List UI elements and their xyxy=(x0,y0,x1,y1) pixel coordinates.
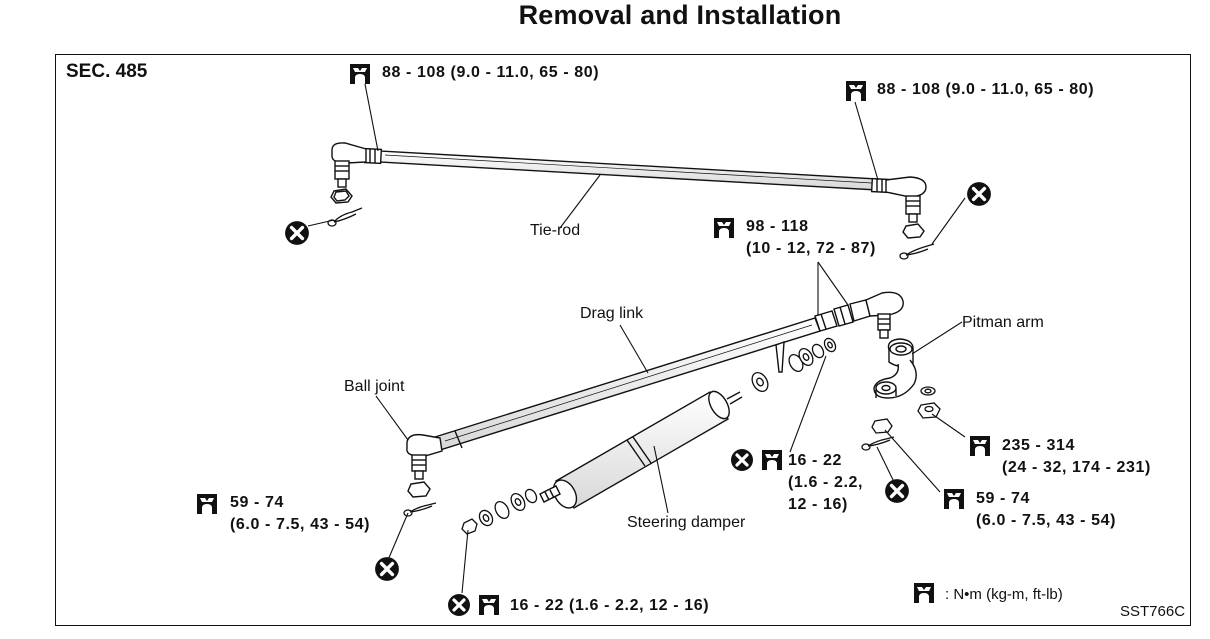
pitman-nut xyxy=(917,386,941,419)
x-circle-icon xyxy=(375,557,399,581)
ball-joint xyxy=(406,433,443,498)
torque-ball-joint-right-2: (6.0 - 7.5, 43 - 54) xyxy=(976,512,1117,529)
label-pitman-arm: Pitman arm xyxy=(962,314,1044,331)
torque-ball-joint-right-1: 59 - 74 xyxy=(976,490,1031,507)
torque-drag-link-2: (10 - 12, 72 - 87) xyxy=(746,240,876,257)
torque-damper-mount-1: 16 - 22 xyxy=(788,452,843,469)
label-tie-rod: Tie-rod xyxy=(530,222,581,239)
torque-wrench-icon xyxy=(762,450,782,470)
steering-damper xyxy=(539,390,743,509)
tie-rod-end-right xyxy=(885,176,927,239)
diagram-frame xyxy=(55,54,1191,626)
torque-damper-mount-3: 12 - 16) xyxy=(788,496,848,513)
page-title: Removal and Installation xyxy=(518,0,842,30)
tie-rod xyxy=(363,147,890,194)
label-drag-link: Drag link xyxy=(580,305,644,322)
cotter-pin-left xyxy=(327,207,363,227)
label-ball-joint: Ball joint xyxy=(344,378,405,395)
torque-damper-bottom: 16 - 22 (1.6 - 2.2, 12 - 16) xyxy=(510,597,710,614)
leader-lines xyxy=(307,83,966,594)
torque-wrench-icon xyxy=(914,583,934,603)
drag-link-end-right xyxy=(865,291,904,339)
torque-wrench-icon xyxy=(970,436,990,456)
torque-wrench-icon xyxy=(846,81,866,101)
torque-pitman-1: 235 - 314 xyxy=(1002,437,1076,454)
section-number: SEC. 485 xyxy=(66,61,148,82)
x-circle-icon xyxy=(885,479,909,503)
torque-tie-rod-right: 88 - 108 (9.0 - 11.0, 65 - 80) xyxy=(877,81,1095,98)
damper-bottom-bushings xyxy=(461,488,538,535)
torque-wrench-icon xyxy=(350,64,370,84)
pitman-arm xyxy=(873,338,917,399)
torque-tie-rod-left: 88 - 108 (9.0 - 11.0, 65 - 80) xyxy=(382,64,600,81)
damper-top-bushings xyxy=(751,337,837,392)
x-circle-icon xyxy=(731,449,753,471)
torque-wrench-icon xyxy=(197,494,217,514)
x-circle-icon xyxy=(285,221,309,245)
tie-rod-end-left xyxy=(330,142,367,204)
torque-ball-joint-left-2: (6.0 - 7.5, 43 - 54) xyxy=(230,516,371,533)
pitman-lower-nut xyxy=(861,418,895,451)
torque-wrench-icon xyxy=(944,489,964,509)
x-circle-icon xyxy=(448,594,470,616)
legend-units: : N•m (kg-m, ft-lb) xyxy=(945,586,1063,603)
cotter-pin-ball-joint xyxy=(403,502,437,517)
torque-drag-link-1: 98 - 118 xyxy=(746,218,809,235)
torque-ball-joint-left-1: 59 - 74 xyxy=(230,494,285,511)
cotter-pin-right xyxy=(899,243,935,260)
drag-link xyxy=(434,299,871,451)
torque-damper-mount-2: (1.6 - 2.2, xyxy=(788,474,864,491)
torque-wrench-icon xyxy=(714,218,734,238)
label-steering-damper: Steering damper xyxy=(627,514,746,531)
torque-pitman-2: (24 - 32, 174 - 231) xyxy=(1002,459,1151,476)
torque-wrench-icon xyxy=(479,595,499,615)
x-circle-icon xyxy=(967,182,991,206)
figure-code: SST766C xyxy=(1120,603,1186,620)
